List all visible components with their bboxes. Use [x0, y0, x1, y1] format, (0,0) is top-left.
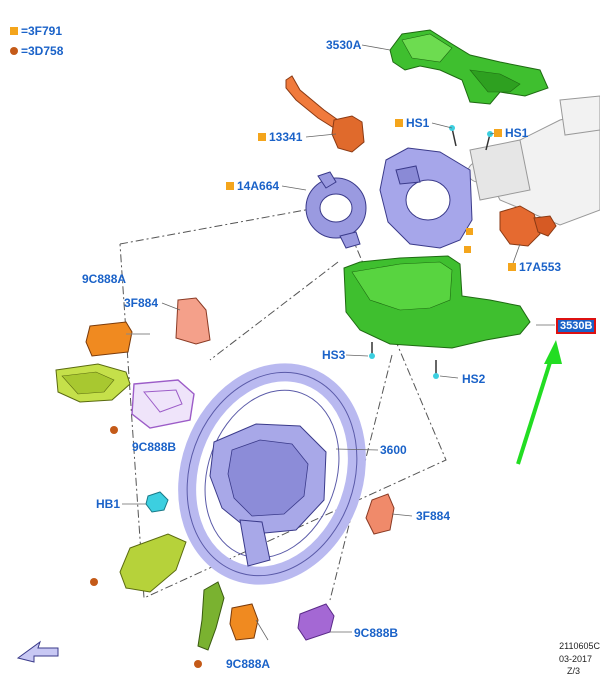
- multifunction-switch-13341: [285, 75, 365, 153]
- reference-sheet: Z/3: [566, 666, 580, 676]
- steering-column: [467, 95, 600, 226]
- legend-item-square: =3F791: [10, 24, 62, 38]
- trim-9C888B-left: [131, 379, 195, 429]
- legend-square-icon: [10, 27, 18, 35]
- part-label-3530A: 3530A: [326, 38, 362, 52]
- switch-9C888A-lower: [229, 603, 259, 641]
- reference-date: 03-2017: [558, 654, 592, 664]
- legend-label: =3F791: [21, 24, 63, 38]
- upper-shroud-3530A: [389, 29, 549, 105]
- part-label-9C888A: 9C888A: [226, 657, 271, 671]
- part-label-9C888A: 9C888A: [82, 272, 127, 286]
- screw-HS3: [369, 342, 375, 359]
- lower-shroud-3530B: [343, 255, 531, 349]
- reference-code: 2110605C: [559, 641, 600, 651]
- screw-HS2: [433, 360, 439, 379]
- leader-lines: [122, 44, 555, 641]
- part-label-HS3: HS3: [322, 348, 346, 362]
- trim-9C888B-lower: [297, 603, 335, 641]
- part-label-HB1: HB1: [96, 497, 121, 511]
- paddle-3F884-right: [365, 493, 395, 535]
- fastener-3D758-markers: [90, 426, 202, 668]
- part-label-3F884: 3F884: [416, 509, 451, 523]
- part-label-9C888B: 9C888B: [132, 440, 177, 454]
- part-label-3530B: 3530B: [556, 318, 597, 334]
- part-label-3600: 3600: [380, 443, 407, 457]
- leader-line: [209, 261, 339, 361]
- part-label-3F884: 3F884: [124, 296, 159, 310]
- bezel-left-upper: [55, 363, 131, 403]
- bezel-left-lower: [119, 533, 187, 593]
- legend-circle-icon: [10, 47, 18, 55]
- bolt-HB1: [145, 491, 169, 513]
- paddle-3F884-upper: [175, 297, 211, 345]
- part-label-14A664: 14A664: [226, 179, 279, 193]
- vehicle-front-arrow-icon: [16, 640, 59, 663]
- part-label-13341: 13341: [258, 130, 302, 144]
- screw-HS1-a: [449, 125, 457, 147]
- leader-line: [329, 354, 393, 601]
- legend-label: =3D758: [21, 44, 64, 58]
- part-label-17A553: 17A553: [508, 260, 561, 274]
- clip-3F791-marker: [466, 228, 473, 235]
- steering-column-control-module: [379, 147, 473, 249]
- clip-3F791-marker: [464, 246, 471, 253]
- part-label-9C888B: 9C888B: [354, 626, 399, 640]
- part-label-HS1: HS1: [395, 116, 429, 130]
- bracket-lower: [197, 581, 225, 651]
- legend-item-circle: =3D758: [10, 44, 63, 58]
- clockspring-14A664: [305, 171, 367, 249]
- switch-9C888A-upper: [85, 321, 150, 357]
- part-label-HS2: HS2: [462, 372, 486, 386]
- pointer-arrow: [516, 340, 562, 465]
- callout-frame: [119, 203, 447, 599]
- wiper-switch-17A553: [499, 205, 557, 247]
- steering-wheel-3600: [178, 363, 366, 585]
- part-label-HS1: HS1: [494, 126, 528, 140]
